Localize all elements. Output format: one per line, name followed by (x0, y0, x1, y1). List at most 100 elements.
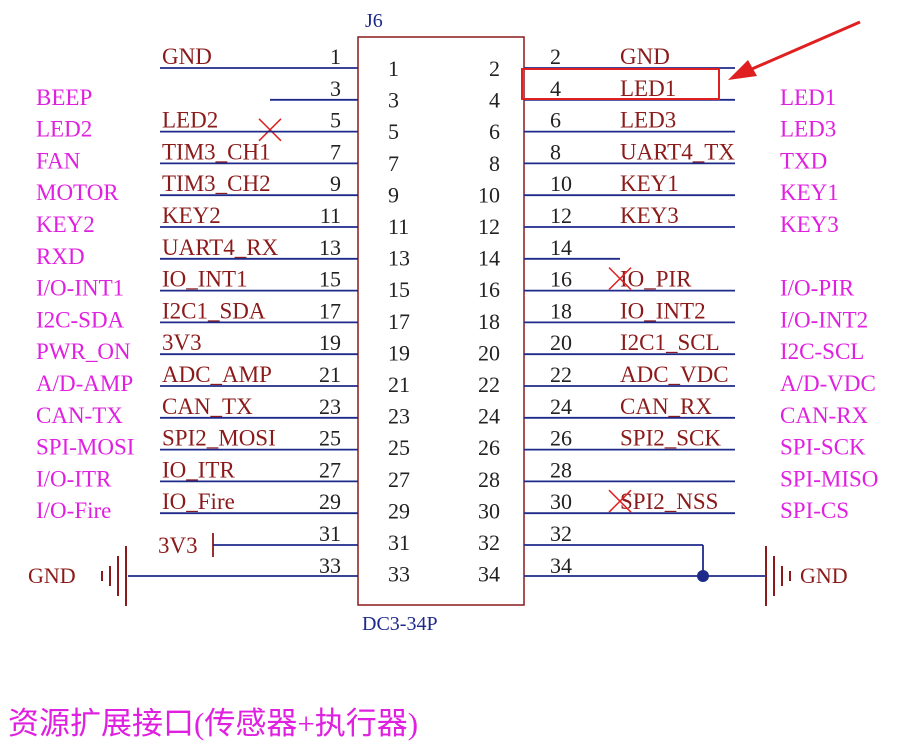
left-pin-number: 31 (319, 521, 341, 546)
right-pin-number: 26 (550, 426, 572, 451)
left-net-label: IO_ITR (162, 457, 235, 482)
right-pin-number: 4 (550, 76, 561, 101)
right-no-connect-mark (608, 267, 632, 291)
right-pin-number: 10 (550, 171, 572, 196)
designator-label: J6 (365, 10, 383, 32)
inner-left-number: 11 (388, 214, 409, 239)
inner-right-number: 18 (478, 309, 500, 334)
inner-left-number: 9 (388, 182, 399, 207)
left-pin-number: 25 (319, 426, 341, 451)
led1-highlight-box (521, 68, 720, 100)
right-net-label: SPI2_NSS (620, 489, 718, 514)
inner-left-number: 7 (388, 151, 399, 176)
inner-right-number: 16 (478, 277, 500, 302)
left-function-label: KEY2 (36, 212, 95, 237)
left-net-label: 3V3 (162, 330, 202, 355)
left-pin-number: 27 (319, 457, 341, 482)
inner-left-number: 25 (388, 435, 410, 460)
connector-body (357, 36, 525, 606)
right-pin-number: 24 (550, 394, 572, 419)
left-function-label: LED2 (36, 117, 92, 142)
left-function-label: MOTOR (36, 180, 119, 205)
inner-right-number: 20 (478, 340, 500, 365)
inner-left-number: 17 (388, 309, 410, 334)
right-net-label: UART4_TX (620, 139, 735, 164)
inner-right-number: 14 (478, 246, 500, 271)
right-function-label: SPI-MISO (780, 466, 878, 491)
left-pin-number: 1 (330, 44, 341, 69)
left-function-label: I2C-SDA (36, 307, 125, 332)
right-net-label: KEY1 (620, 171, 679, 196)
right-pin-number: 30 (550, 489, 572, 514)
left-no-connect-mark (258, 118, 282, 142)
left-pin-number: 13 (319, 235, 341, 260)
left-pin-number: 17 (319, 298, 341, 323)
right-pin-number: 28 (550, 457, 572, 482)
right-function-label: TXD (780, 148, 827, 173)
arrow-icon (728, 20, 861, 80)
right-function-label: CAN-RX (780, 403, 869, 428)
left-function-label: SPI-MOSI (36, 435, 134, 460)
inner-right-number: 22 (478, 372, 500, 397)
right-net-label: LED1 (620, 76, 676, 101)
inner-right-number: 30 (478, 498, 500, 523)
inner-right-number: 28 (478, 467, 500, 492)
right-pin-number: 32 (550, 521, 572, 546)
inner-right-number: 24 (478, 404, 500, 429)
left-function-label: BEEP (36, 85, 92, 110)
left-net-label: SPI2_MOSI (162, 426, 276, 451)
left-function-label: RXD (36, 244, 85, 269)
right-pin-number: 16 (550, 267, 572, 292)
left-pin-number: 21 (319, 362, 341, 387)
pin-rows: 1GND3BEEP5LED2LED27TIM3_CH1FAN9TIM3_CH2M… (36, 44, 878, 578)
left-function-label: PWR_ON (36, 339, 131, 364)
left-net-label: KEY2 (162, 203, 221, 228)
right-function-label: I2C-SCL (780, 339, 864, 364)
left-function-label: I/O-ITR (36, 466, 112, 491)
left-pin-number: 19 (319, 330, 341, 355)
inner-left-number: 3 (388, 88, 399, 113)
inner-right-number: 10 (478, 182, 500, 207)
left-pin-number: 7 (330, 139, 341, 164)
right-net-label: IO_INT2 (620, 298, 706, 323)
left-pin-number: 23 (319, 394, 341, 419)
inner-left-number: 21 (388, 372, 410, 397)
inner-left-number: 13 (388, 246, 410, 271)
right-pin-number: 14 (550, 235, 572, 260)
left-pin-number: 11 (320, 203, 341, 228)
right-net-label: ADC_VDC (620, 362, 729, 387)
left-function-label: I/O-INT1 (36, 276, 124, 301)
inner-right-number: 26 (478, 435, 500, 460)
inner-left-number: 27 (388, 467, 410, 492)
left-gnd-label: GND (28, 563, 76, 588)
inner-left-number: 29 (388, 498, 410, 523)
right-pin-number: 6 (550, 108, 561, 133)
inner-left-number: 23 (388, 404, 410, 429)
left-net-label: I2C1_SDA (162, 298, 266, 323)
right-function-label: I/O-PIR (780, 276, 855, 301)
left-net-label: IO_Fire (162, 489, 235, 514)
right-pin-number: 12 (550, 203, 572, 228)
left-pin-number: 9 (330, 171, 341, 196)
left-net-label: LED2 (162, 108, 218, 133)
left-net-label: IO_INT1 (162, 267, 248, 292)
part-number-label: DC3-34P (362, 613, 438, 635)
left-net-label: TIM3_CH1 (162, 139, 271, 164)
left-net-label: TIM3_CH2 (162, 171, 271, 196)
right-pin-number: 8 (550, 139, 561, 164)
left-net-label: ADC_AMP (162, 362, 272, 387)
left-pin-number: 29 (319, 489, 341, 514)
right-pin-number: 34 (550, 553, 572, 578)
supply-3v3: 3V3 (158, 533, 358, 558)
right-net-label: GND (620, 44, 670, 69)
inner-left-number: 31 (388, 530, 410, 555)
inner-left-number: 5 (388, 119, 399, 144)
right-function-label: LED1 (780, 85, 836, 110)
inner-left-number: 33 (388, 562, 410, 587)
inner-left-number: 1 (388, 56, 399, 81)
left-gnd-symbol: GND (28, 546, 358, 606)
right-gnd-label: GND (800, 563, 848, 588)
inner-left-number: 19 (388, 340, 410, 365)
right-function-label: SPI-CS (780, 498, 849, 523)
supply-3v3-label: 3V3 (158, 533, 198, 558)
